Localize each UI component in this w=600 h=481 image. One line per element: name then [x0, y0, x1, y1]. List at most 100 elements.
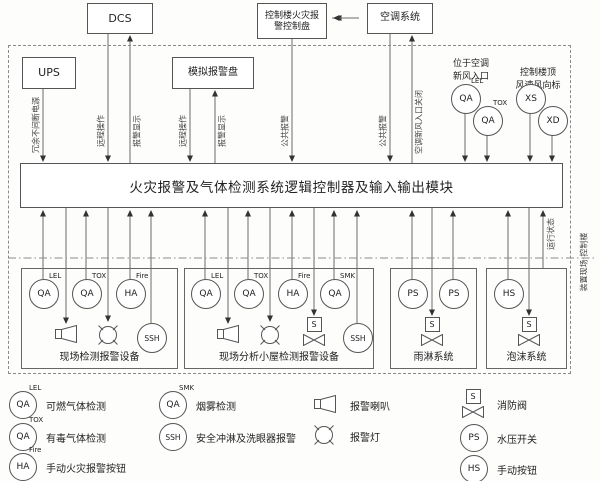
group-analyzer-house-caption: 现场分析小屋检测报警设备 — [219, 352, 339, 363]
valve-solenoid-tag: S — [306, 317, 322, 332]
instrument-tag: PS — [468, 433, 480, 443]
legend-alarm-light-icon — [314, 425, 334, 445]
instrument-ha-fire: HA Fire — [278, 272, 311, 309]
legend-hs-icon: HS — [460, 455, 488, 481]
instrument-tag: QA — [199, 289, 213, 299]
legend-alarm-horn-icon — [314, 395, 336, 413]
instrument-tag: QA — [16, 432, 30, 442]
instrument-tag: QA — [459, 94, 473, 104]
hvac-system-label: 空调系统 — [380, 12, 420, 24]
valve-body-icon — [421, 334, 443, 346]
instrument-qa-tox-inlet: QA TOX — [473, 99, 507, 136]
ac-inlet-caption-line2: 新风入口 — [452, 70, 489, 81]
instrument-tag: QA — [166, 400, 180, 410]
instrument-tag: QA — [328, 289, 342, 299]
roof-vane-caption-line1: 控制楼顶 — [519, 67, 556, 77]
instrument-sup-tox: TOX — [493, 99, 508, 107]
logic-controller-label: 火灾报警及气体检测系统逻辑控制器及输入输出模块 — [129, 179, 454, 195]
instrument-tag: QA — [242, 289, 256, 299]
instrument-ps: PS — [439, 279, 469, 309]
legend-label-toxic-gas: 有毒气体检测 — [46, 434, 106, 445]
instrument-qa-smk: QA SMK — [320, 272, 355, 309]
alarm-horn-icon — [55, 325, 77, 343]
instrument-sup-lel: LEL — [211, 272, 224, 280]
fire-valve-icon: S — [421, 317, 443, 346]
alarm-horn-icon — [217, 325, 239, 343]
instrument-tag: PS — [407, 289, 419, 299]
fire-panel-label-line1: 控制楼火灾报 — [264, 9, 319, 20]
wire-label-dcs-remote: 远程操作 — [96, 115, 106, 147]
legend-label-safety-shower: 安全冲淋及洗眼器报警 — [196, 434, 296, 445]
wire-label-ups-power: 冗余不间断电源 — [31, 97, 41, 153]
wire-label-dcs-display: 报警显示 — [132, 115, 142, 147]
instrument-tag: XS — [525, 94, 537, 104]
instrument-tag: QA — [37, 289, 51, 299]
roof-vane-caption: 控制楼顶 风速风向标 — [506, 66, 570, 91]
ups-label: UPS — [38, 66, 60, 80]
legend-label-manual-button: 手动按钮 — [497, 466, 537, 477]
dcs-box: DCS — [87, 3, 153, 34]
valve-solenoid-tag: S — [521, 317, 537, 332]
legend-ps-icon: PS — [460, 424, 488, 452]
group-deluge-system-caption: 雨淋系统 — [413, 352, 454, 363]
wire-label-run-status: 运行状态 — [546, 218, 556, 250]
alarm-light-icon — [260, 325, 280, 345]
valve-solenoid-tag: S — [465, 389, 481, 404]
analog-alarm-panel-label: 模拟报警盘 — [188, 66, 238, 78]
legend-label-manual-fire-alarm: 手动火灾报警按钮 — [46, 464, 126, 475]
group-field-detection-caption: 现场检测报警设备 — [59, 352, 140, 363]
instrument-qa-tox: QA TOX — [72, 272, 106, 309]
instrument-ssh: SSH — [343, 323, 373, 353]
legend-label-combustible-gas: 可燃气体检测 — [46, 402, 106, 413]
boundary-label: 装置现场·控制楼 — [579, 232, 589, 292]
instrument-sup-fire: Fire — [29, 446, 42, 454]
instrument-qa-lel: QA LEL — [29, 272, 61, 309]
wire-label-fire-common-alarm: 公共报警 — [280, 115, 290, 147]
instrument-tag: PS — [448, 289, 460, 299]
legend-fire-valve-icon: S — [462, 389, 484, 418]
instrument-sup-fire: Fire — [136, 272, 149, 280]
wire-label-panel-remote: 远程操作 — [178, 115, 188, 147]
instrument-qa-lel: QA LEL — [191, 272, 223, 309]
instrument-tag: HA — [286, 289, 300, 299]
fire-panel-label-line2: 警控制盘 — [273, 21, 310, 31]
instrument-sup-smk: SMK — [340, 272, 356, 280]
legend-label-pressure-switch: 水压开关 — [497, 435, 537, 446]
group-foam-system: 泡沫系统 — [486, 268, 567, 369]
instrument-xd-winddir: XD — [538, 106, 568, 136]
legend-label-fire-valve: 消防阀 — [497, 401, 527, 412]
group-deluge-system: 雨淋系统 — [390, 268, 477, 369]
hvac-system-box: 空调系统 — [367, 3, 433, 34]
legend-label-smoke-detection: 烟雾检测 — [196, 402, 236, 413]
valve-body-icon — [303, 334, 325, 346]
instrument-tag: QA — [16, 400, 30, 410]
instrument-tag: HA — [16, 462, 30, 472]
instrument-sup-tox: TOX — [254, 272, 269, 280]
instrument-ha-fire: HA Fire — [116, 272, 149, 309]
legend-ssh-icon: SSH — [159, 423, 187, 451]
instrument-tag: SSH — [144, 333, 160, 343]
legend-ha-fire-icon: HA Fire — [9, 446, 42, 481]
legend-qa-lel-icon: QA LEL — [9, 384, 41, 419]
instrument-sup-fire: Fire — [298, 272, 311, 280]
ac-inlet-caption-line1: 位于空调 — [452, 58, 489, 68]
instrument-sup-lel: LEL — [49, 272, 62, 280]
instrument-sup-smk: SMK — [179, 384, 195, 392]
instrument-ps: PS — [398, 279, 428, 309]
group-field-detection: 现场检测报警设备 — [21, 268, 178, 369]
instrument-sup-lel: LEL — [29, 384, 42, 392]
roof-vane-caption-line2: 风速风向标 — [515, 79, 561, 90]
instrument-hs: HS — [494, 279, 524, 309]
instrument-tag: HS — [502, 289, 516, 299]
legend-label-alarm-horn: 报警喇叭 — [350, 402, 390, 413]
group-foam-system-caption: 泡沫系统 — [506, 352, 547, 363]
ac-inlet-caption: 位于空调 新风入口 — [440, 57, 502, 82]
instrument-xs-windspeed: XS — [516, 84, 546, 114]
legend-label-alarm-light: 报警灯 — [350, 433, 380, 444]
wire-label-hvac-common-alarm: 公共报警 — [378, 115, 388, 147]
instrument-qa-tox: QA TOX — [234, 272, 268, 309]
fire-valve-icon: S — [518, 317, 540, 346]
instrument-tag: SSH — [165, 432, 181, 442]
instrument-sup-tox: TOX — [29, 416, 44, 424]
